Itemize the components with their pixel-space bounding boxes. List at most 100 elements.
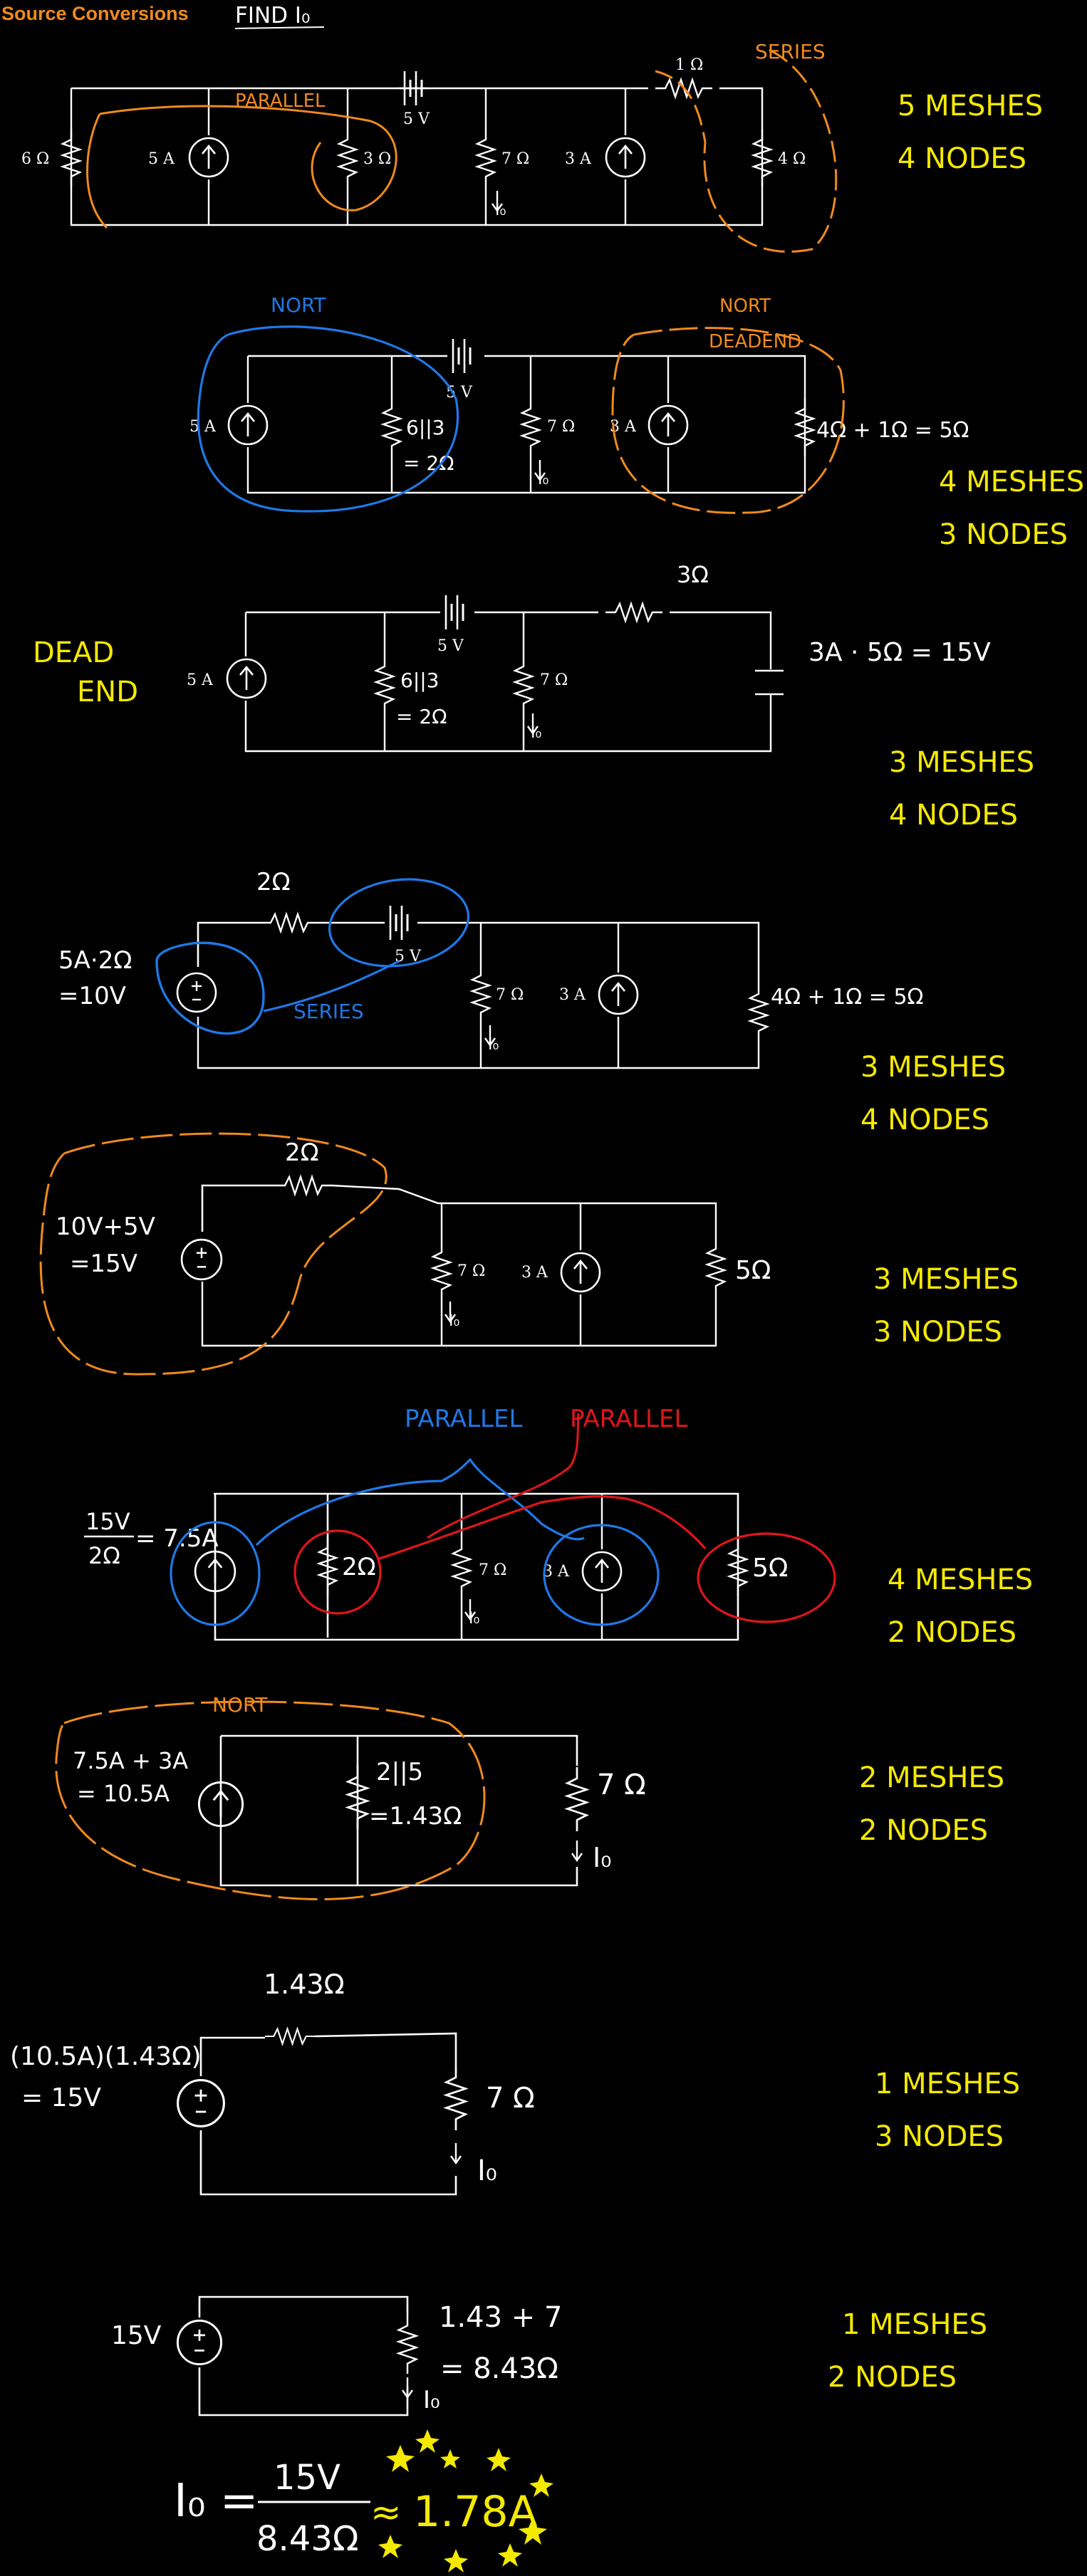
label-annotations-3-meshes: 3 MESHES [860, 1051, 1006, 1084]
label-values-calc75b: 2Ω [88, 1542, 120, 1569]
label-annotations-3-nodes: 4 NODES [860, 1104, 989, 1136]
label-values-calc15: 3A · 5Ω = 15V [808, 638, 991, 667]
circuit-1: 5 V 1 Ω 6 Ω 5 A 3 Ω 7 Ω I₀ 3 A 4 Ω PARAL… [21, 40, 838, 253]
current-arrow-icon [449, 2142, 462, 2164]
label-values-r7: 7 Ω [457, 1262, 485, 1280]
label-annotations-1-nodes: 3 NODES [939, 518, 1068, 551]
label-values-r143: 1.43Ω [264, 1969, 345, 2000]
resistor-7ohm-icon [471, 964, 491, 1024]
source-loop [39, 1132, 388, 1376]
label-values-v5: 5 V [403, 110, 430, 128]
label-values-r2: 2Ω [285, 1138, 319, 1167]
label-values-r7: 7 Ω [496, 986, 524, 1004]
resistor-6par3-icon [382, 397, 402, 457]
label-values-r3hand: 3Ω [677, 561, 709, 588]
label-values-s3a: 3 A [521, 1264, 548, 1282]
voltage-source-15v-icon [177, 2079, 225, 2127]
label-labels-io: I₀ [593, 1842, 611, 1873]
current-arrow-icon [571, 1839, 583, 1862]
deadend-label: DEADEND [709, 331, 801, 352]
result-numerator: 15V [274, 2458, 340, 2498]
label-values-sum2: = 8.43Ω [440, 2352, 558, 2385]
parallel-loop [99, 105, 397, 211]
annotation-5: 3 MESHES 3 NODES [873, 1263, 1019, 1349]
voltage-battery-icon [452, 337, 472, 375]
result-lhs: I₀ = [174, 2475, 259, 2528]
resistor-1_43ohm-icon [264, 2028, 316, 2045]
resistor-2par5-icon [347, 1764, 368, 1831]
annotation-2: 4 MESHES 3 NODES [939, 466, 1084, 551]
label-values-calc105a: 7.5A + 3A [73, 1747, 188, 1774]
label-labels-io: I₀ [495, 201, 506, 219]
label-values-v15: 15V [111, 2321, 162, 2350]
resistor-2ohm-icon [318, 1536, 338, 1596]
label-values-sum1: 1.43 + 7 [439, 2301, 562, 2334]
result-value: 1.78A [413, 2487, 538, 2537]
resistor-7ohm-icon [476, 128, 496, 188]
task-underline [234, 26, 325, 29]
label-labels-io: I₀ [449, 1312, 459, 1330]
nort-loop-blue [197, 325, 459, 513]
nort-label-orange: NORT [719, 295, 771, 317]
resistor-8_43ohm-icon [397, 2314, 417, 2375]
label-annotations-2-meshes: 3 MESHES [889, 746, 1034, 779]
parallel-link-blue [255, 1457, 585, 1546]
annotation-6: 4 MESHES 2 NODES [888, 1564, 1033, 1649]
label-values-r6: 6 Ω [21, 150, 49, 168]
dead-label: DEAD [33, 637, 114, 669]
nort-label: NORT [212, 1693, 268, 1717]
label-annotations-0-meshes: 5 MESHES [898, 90, 1043, 122]
series-label-blue: SERIES [293, 1000, 364, 1023]
voltage-source-15v-icon [176, 2319, 223, 2366]
label-annotations-0-nodes: 4 NODES [898, 142, 1026, 175]
label-values-calc15c: (10.5A)(1.43Ω) [10, 2042, 202, 2071]
series-label: SERIES [755, 40, 826, 63]
voltage-source-15v-icon [180, 1238, 223, 1281]
series-loop [655, 48, 838, 253]
label-labels-io: I₀ [538, 471, 548, 488]
label-values-r7: 7 Ω [486, 2082, 535, 2115]
circuit-2: 5 V 5 A 6||3 = 2Ω 7 Ω I₀ 3 A 4Ω + 1Ω = 5… [189, 293, 969, 514]
annotation-9: 1 MESHES 2 NODES [828, 2308, 987, 2394]
resistor-6par3-icon [375, 655, 395, 715]
resistor-5ohm-icon [706, 1237, 726, 1297]
label-values-s3a: 3 A [565, 150, 592, 168]
resistor-2ohm-icon [274, 1176, 333, 1195]
resistor-7ohm-icon [566, 1766, 588, 1833]
voltage-battery-icon [389, 904, 409, 941]
label-values-eq2: = 2Ω [396, 705, 447, 728]
parallel-label-red: PARALLEL [570, 1405, 687, 1433]
label-annotations-6-meshes: 2 MESHES [859, 1761, 1004, 1794]
label-values-calc10b: =10V [58, 982, 126, 1010]
label-values-s5a: 5 A [187, 671, 214, 689]
circuit-6: 2Ω 15V 2Ω = 7.5A 7 Ω I₀ 3 A 5Ω PARALLEL … [84, 1405, 836, 1641]
label-annotations-7-meshes: 1 MESHES [875, 2068, 1020, 2100]
label-values-calc15b: =15V [70, 1250, 137, 1278]
annotation-7: 2 MESHES 2 NODES [859, 1761, 1004, 1847]
resistor-3ohm-icon [604, 602, 664, 622]
resistor-4ohm-icon [752, 128, 772, 188]
circuit-3: 5 V 3Ω 3A · 5Ω = 15V 5 A 6||3 = 2Ω 7 Ω I… [33, 561, 991, 753]
resistor-7ohm-icon [521, 397, 541, 457]
label-values-calc75a: 15V [85, 1508, 130, 1535]
label-values-r5: 5Ω [752, 1554, 788, 1583]
voltage-source-10v-icon [176, 972, 217, 1013]
series-loop-blue [155, 941, 265, 1035]
label-values-r613: 6||3 [400, 669, 440, 692]
resistor-7ohm-icon [445, 2065, 467, 2132]
sparkle-stars-icon [378, 2429, 553, 2572]
label-values-calc105b: = 10.5A [77, 1780, 170, 1807]
label-values-r7: 7 Ω [540, 671, 568, 689]
resistor-7ohm-icon [452, 1538, 472, 1598]
label-values-v5: 5 V [437, 637, 464, 655]
voltage-battery-icon [444, 594, 464, 631]
label-values-calc10a: 5A·2Ω [58, 946, 132, 975]
label-annotations-7-nodes: 3 NODES [875, 2120, 1004, 2153]
label-values-r4p1: 4Ω + 1Ω = 5Ω [771, 985, 923, 1010]
resistor-2ohm-icon [259, 913, 319, 933]
final-result: I₀ = 15V 8.43Ω ≈ 1.78A [174, 2429, 553, 2572]
label-values-r7: 7 Ω [501, 150, 529, 168]
resistor-7ohm-icon [514, 655, 534, 715]
circuit-4: 5 V 2Ω 5A·2Ω =10V 7 Ω I₀ 3 A 4Ω + 1Ω = 5… [58, 868, 923, 1069]
task-label: FIND I₀ [235, 3, 310, 28]
